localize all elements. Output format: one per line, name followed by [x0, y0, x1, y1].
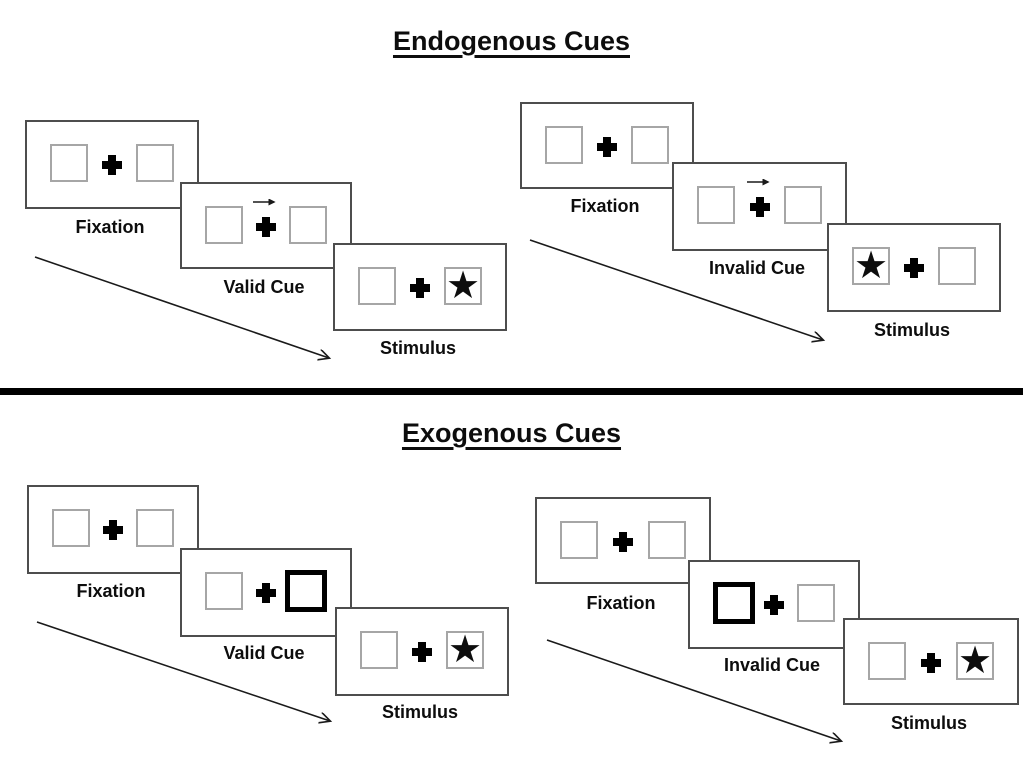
stimulus-label: Stimulus: [890, 713, 968, 733]
fixation-label: Fixation: [76, 581, 146, 601]
left-placeholder-box: [560, 521, 598, 559]
right-arrow-cue-icon: [253, 197, 281, 207]
star-target-icon: ★: [853, 243, 889, 287]
left-target-box: ★: [852, 243, 890, 287]
time-sequence-arrow-icon: [546, 639, 854, 751]
right-target-box: ★: [444, 263, 482, 307]
fixation-cross-icon: [904, 258, 924, 278]
cue-panel: [688, 560, 860, 649]
cue-panel: [180, 182, 352, 269]
fixation-cross-icon: [597, 137, 617, 157]
time-sequence-arrow-icon: [529, 239, 835, 350]
right-placeholder-box: [136, 144, 174, 182]
cue-label: Invalid Cue: [723, 655, 821, 675]
fixation-panel: [27, 485, 199, 574]
left-placeholder-box: [205, 206, 243, 244]
left-placeholder-box: [52, 509, 90, 547]
fixation-cross-icon: [256, 583, 276, 603]
time-sequence-arrow-icon: [36, 621, 342, 731]
fixation-label: Fixation: [570, 196, 640, 216]
exogenous-section-title: Exogenous Cues: [401, 418, 622, 448]
stimulus-panel: ★: [333, 243, 507, 331]
fixation-cross-icon: [410, 278, 430, 298]
cue-panel: [672, 162, 847, 251]
time-sequence-arrow-icon: [34, 256, 342, 368]
left-placeholder-box: [360, 631, 398, 669]
star-target-icon: ★: [447, 627, 483, 671]
right-placeholder-box: [136, 509, 174, 547]
right-target-box: ★: [956, 638, 994, 682]
fixation-label: Fixation: [586, 593, 656, 613]
right-placeholder-box: [797, 584, 835, 622]
stimulus-label: Stimulus: [381, 702, 459, 722]
section-divider: [0, 388, 1023, 395]
fixation-cross-icon: [764, 595, 784, 615]
stimulus-label: Stimulus: [873, 320, 951, 340]
fixation-cross-icon: [749, 197, 770, 217]
fixation-cross-icon: [103, 520, 123, 540]
cue-label: Invalid Cue: [708, 258, 806, 278]
right-placeholder-box: [938, 247, 976, 285]
left-placeholder-box: [205, 572, 243, 610]
endogenous-section-title: Endogenous Cues: [392, 26, 630, 56]
fixation-cross-icon: [613, 532, 633, 552]
fixation-cross-icon: [102, 155, 122, 175]
fixation-cross-icon: [412, 642, 432, 662]
fixation-panel: [520, 102, 694, 189]
fixation-cross-icon: [256, 217, 276, 237]
stimulus-panel: ★: [335, 607, 509, 696]
right-placeholder-box: [289, 206, 327, 244]
stimulus-label: Stimulus: [379, 338, 457, 358]
fixation-cross-icon: [921, 653, 941, 673]
left-placeholder-box: [868, 642, 906, 680]
cue-label: Valid Cue: [223, 643, 305, 663]
right-placeholder-box: [631, 126, 669, 164]
right-placeholder-box: [784, 186, 822, 224]
star-target-icon: ★: [445, 263, 481, 307]
star-target-icon: ★: [957, 638, 993, 682]
right-arrow-cue-icon: [746, 177, 775, 187]
left-placeholder-box: [697, 186, 735, 224]
left-placeholder-box: [545, 126, 583, 164]
left-placeholder-box: [358, 267, 396, 305]
stimulus-panel: ★: [827, 223, 1001, 312]
fixation-panel: [535, 497, 711, 584]
right-placeholder-box: [648, 521, 686, 559]
left-highlighted-cue-box: [713, 582, 755, 624]
stimulus-panel: ★: [843, 618, 1019, 705]
right-target-box: ★: [446, 627, 484, 671]
fixation-label: Fixation: [75, 217, 145, 237]
left-placeholder-box: [50, 144, 88, 182]
right-highlighted-cue-box: [285, 570, 327, 612]
cue-panel: [180, 548, 352, 637]
fixation-panel: [25, 120, 199, 209]
cue-label: Valid Cue: [223, 277, 305, 297]
